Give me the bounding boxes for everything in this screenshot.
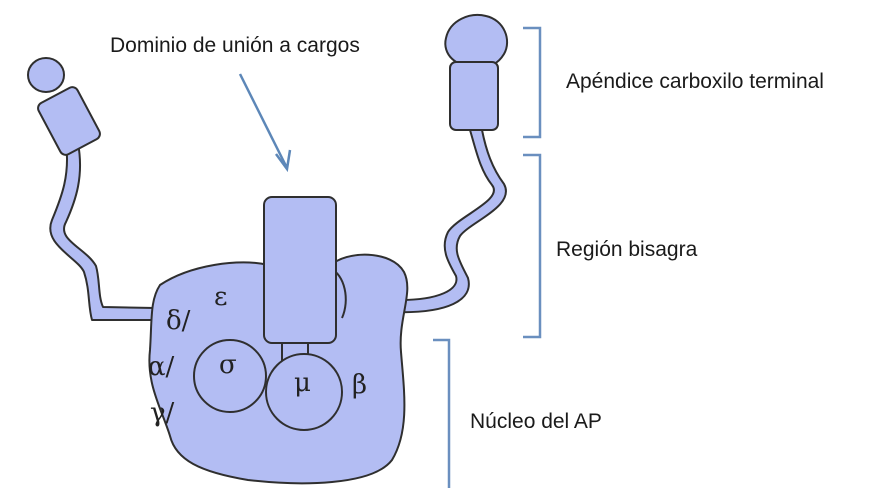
left-appendage-body bbox=[37, 86, 101, 156]
right-hinge-region bbox=[391, 129, 507, 314]
hinge-bracket bbox=[523, 153, 542, 339]
beta-label: β bbox=[352, 370, 368, 400]
mu-subunit bbox=[265, 353, 343, 431]
mu-label: μ bbox=[294, 368, 311, 398]
alpha-label: α/ bbox=[148, 352, 175, 382]
appendage-bracket bbox=[523, 26, 542, 139]
carboxyl-appendage-label: Apéndice carboxilo terminal bbox=[566, 70, 824, 93]
delta-label: δ/ bbox=[166, 306, 191, 336]
cargo-arrow bbox=[238, 73, 292, 173]
hinge-region-label: Región bisagra bbox=[556, 238, 698, 261]
ap-core-label: Núcleo del AP bbox=[470, 410, 602, 433]
gamma-label: γ/ bbox=[150, 398, 175, 428]
right-appendage-body bbox=[449, 61, 499, 131]
left-appendage-ear bbox=[27, 57, 65, 93]
sigma-subunit bbox=[193, 339, 267, 413]
sigma-label: σ bbox=[219, 350, 237, 380]
cargo-domain-label: Dominio de unión a cargos bbox=[110, 34, 360, 57]
left-hinge-region bbox=[49, 142, 156, 321]
right-appendage-ear bbox=[444, 14, 509, 68]
epsilon-label: ε bbox=[214, 282, 228, 312]
cargo-binding-domain bbox=[263, 196, 337, 344]
core-bracket bbox=[433, 338, 451, 488]
